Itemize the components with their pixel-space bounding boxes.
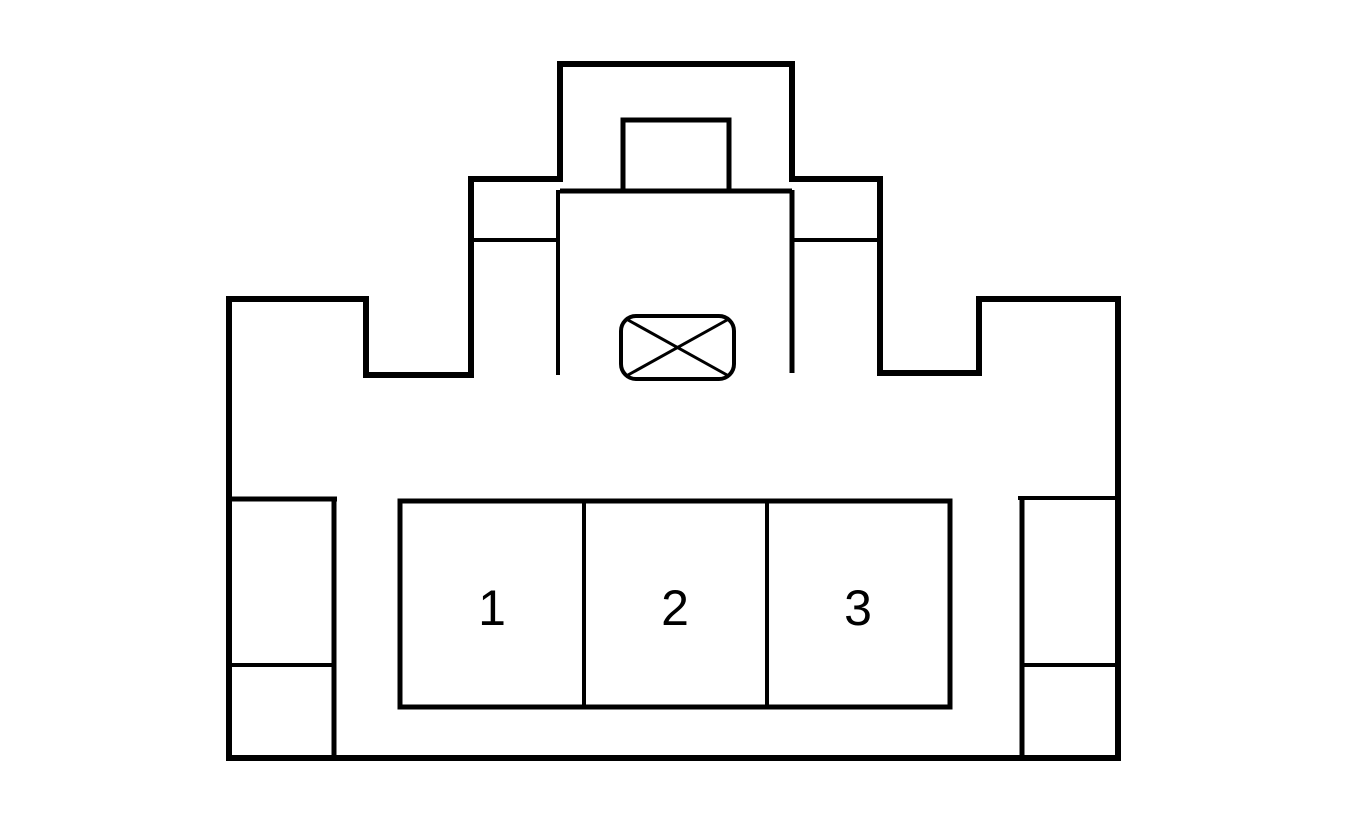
cavity-3-label: 3 (844, 580, 872, 636)
left-shoulder-guide (473, 190, 560, 375)
connector-housing-outline (226, 61, 1121, 761)
cavity-1: 1 (478, 580, 506, 636)
cavity-3: 3 (844, 580, 872, 636)
latch-tab (620, 117, 732, 194)
left-side-rib (229, 496, 337, 758)
cavity-2-label: 2 (661, 580, 689, 636)
top-latch (560, 117, 792, 194)
cavity-2: 2 (661, 580, 689, 636)
right-shoulder-guide (789, 190, 878, 373)
right-side-rib (1018, 496, 1118, 758)
blocked-cavity-icon (619, 314, 736, 381)
terminal-cavity-block: 1 2 3 (397, 498, 953, 710)
cavity-1-label: 1 (478, 580, 506, 636)
